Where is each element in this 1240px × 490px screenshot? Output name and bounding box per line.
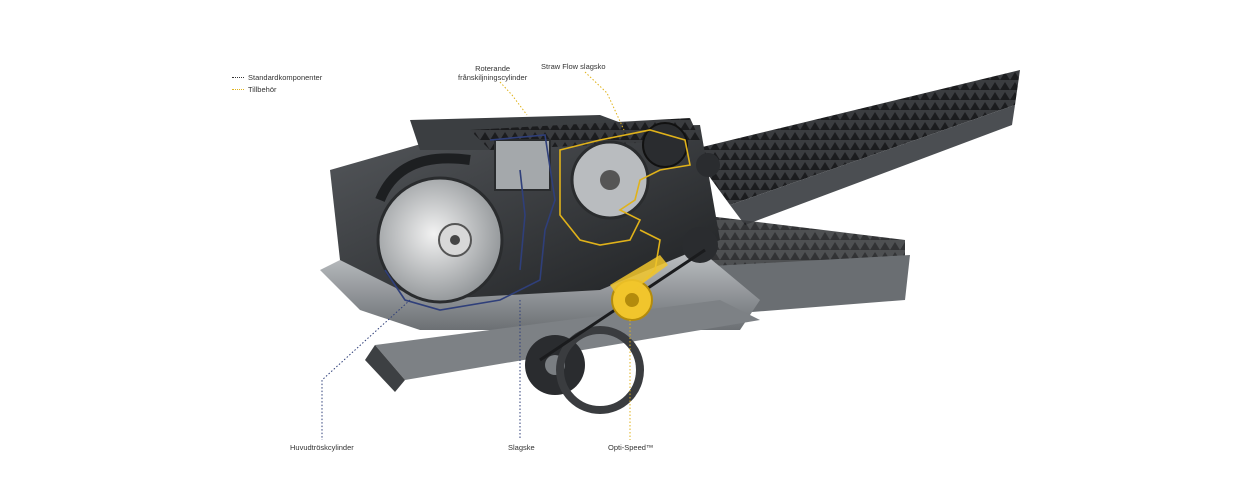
rotary-separator <box>494 139 650 220</box>
label-main-drum: Huvudtröskcylinder <box>290 443 354 452</box>
legend-accessory: Tillbehör <box>232 83 322 95</box>
label-strawflow: Straw Flow slagsko <box>541 62 606 71</box>
main-threshing-drum <box>375 153 504 304</box>
legend-accessory-label: Tillbehör <box>248 84 277 94</box>
legend-standard-label: Standardkomponenter <box>248 72 323 82</box>
label-rotary-separator-line1: Roterande <box>475 64 511 73</box>
legend-standard-swatch <box>232 76 244 78</box>
legend-standard: Standardkomponenter <box>232 71 322 83</box>
opti-speed-pulley <box>610 255 668 321</box>
label-optispeed: Opti-Speed™ <box>608 443 654 452</box>
label-concave: Slagske <box>508 443 535 452</box>
drive-pulleys <box>525 122 720 414</box>
label-rotary-separator-line2: frånskiljningscylinder <box>458 73 528 82</box>
legend: Standardkomponenter Tillbehör <box>232 71 322 95</box>
leader-lines <box>321 71 631 440</box>
legend-accessory-swatch <box>232 88 244 90</box>
standard-component-outline <box>384 134 556 311</box>
label-rotary-separator: Roterande frånskiljningscylinder <box>458 64 527 82</box>
